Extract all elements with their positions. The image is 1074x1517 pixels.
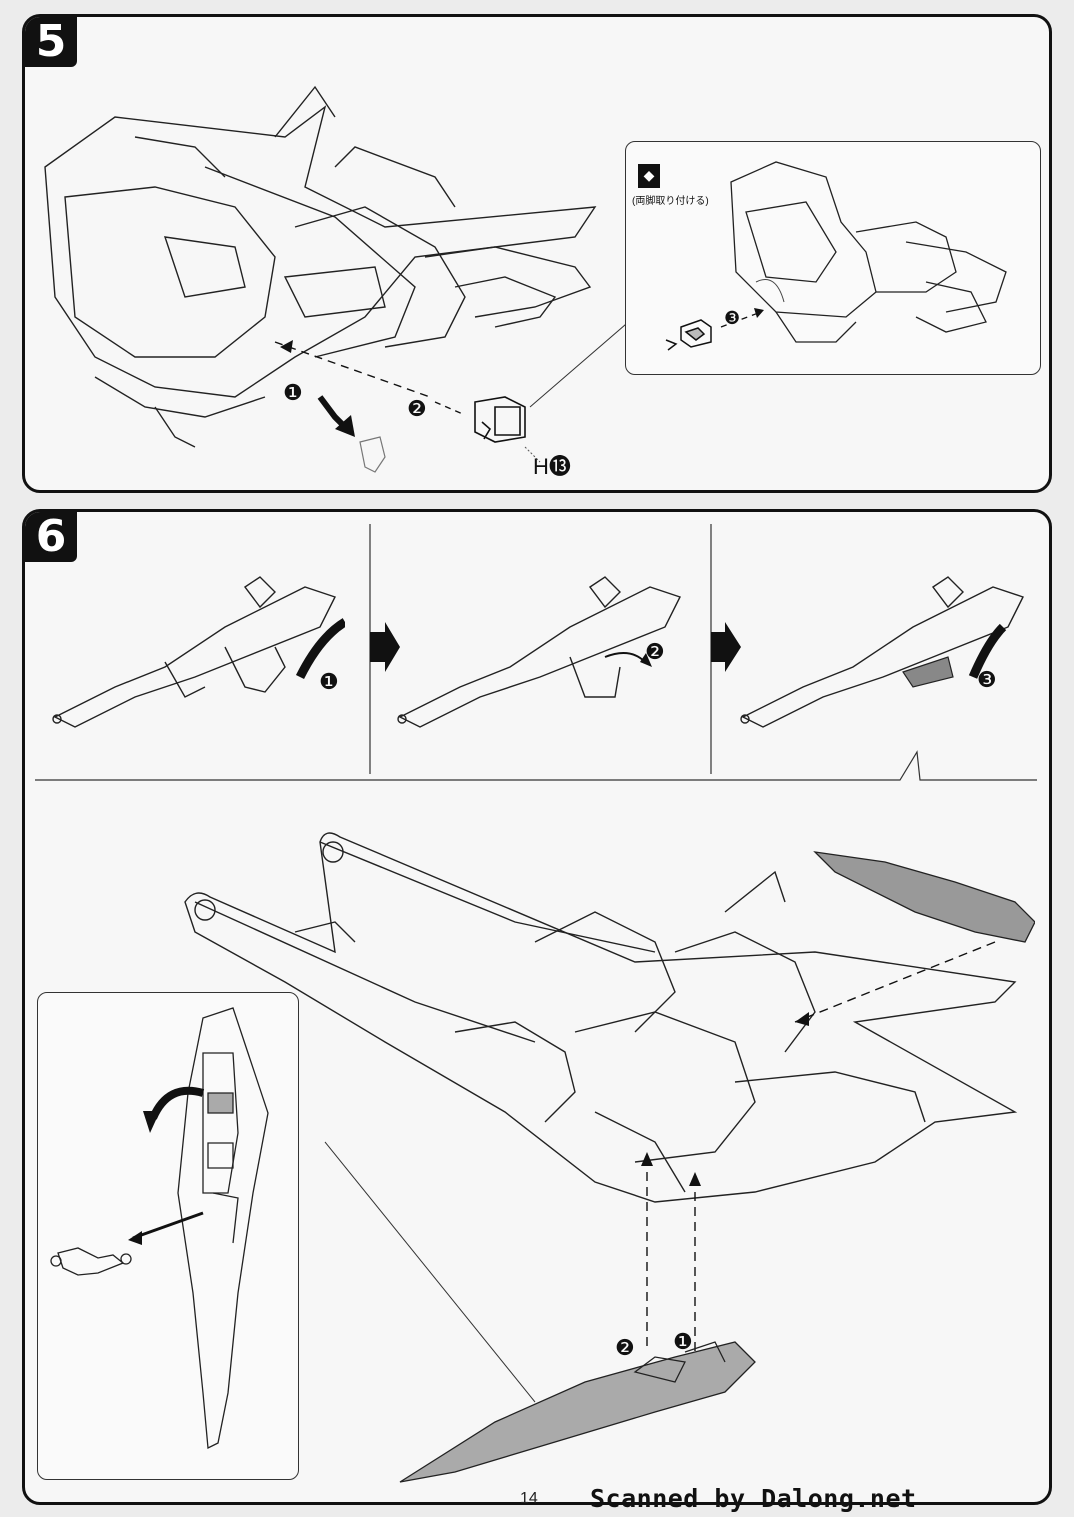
rifle-callout-2: ❷ (645, 640, 665, 665)
page-number: 14 (520, 1490, 538, 1507)
inset-caption: (両脚取り付ける) (632, 196, 709, 207)
inset-core-illustration (50, 1007, 269, 1450)
bottom-callout-2: ❷ (615, 1336, 635, 1361)
step-number-5: 5 (25, 17, 77, 67)
step-number-6: 6 (25, 512, 77, 562)
step5-main-illustration (44, 85, 635, 473)
rifle-step-2 (397, 576, 681, 728)
rifle-callout-1: ❶ (319, 670, 339, 695)
step-5-panel: 5 (22, 14, 1052, 493)
fighter-mode-illustration (184, 832, 1035, 1483)
step6-dividers (35, 524, 1037, 781)
step5-detail-inset: ◆ (両脚取り付ける) ❸ (625, 141, 1041, 375)
inset-callout-3: ❸ (724, 308, 741, 329)
step-6-panel: 6 ❶ ❷ (22, 509, 1052, 1505)
step6-detail-inset (37, 992, 299, 1480)
attach-both-legs-icon: ◆ (638, 164, 660, 188)
part-label-h13: H⓭ (533, 454, 571, 479)
rifle-callout-3: ❸ (977, 668, 997, 693)
rifle-step-3 (740, 576, 1024, 728)
rifle-step-1 (52, 576, 345, 728)
callout-2: ❷ (407, 397, 427, 422)
inset-leg-illustration (665, 161, 1007, 351)
scan-watermark: Scanned by Dalong.net (590, 1484, 917, 1513)
callout-1: ❶ (283, 381, 303, 406)
bottom-callout-1: ❶ (673, 1330, 693, 1355)
